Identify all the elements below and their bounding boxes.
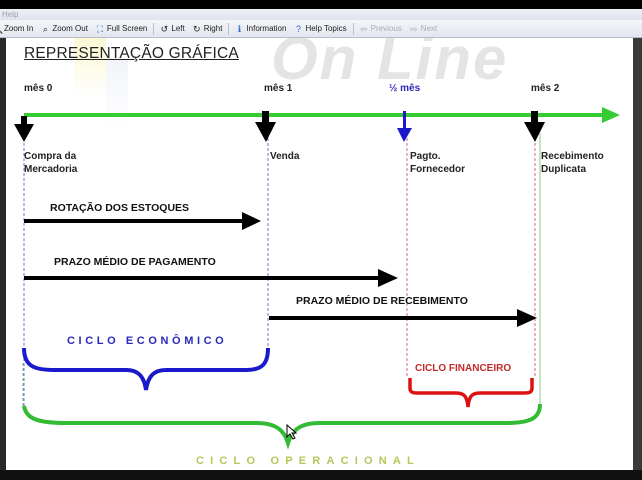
marker-arrow-mes1 bbox=[255, 111, 276, 142]
cycle-label-economico: CICLO ECONÔMICO bbox=[67, 335, 228, 347]
left-window-edge bbox=[0, 38, 6, 480]
toolbar-separator bbox=[228, 22, 230, 35]
toolbar-separator bbox=[352, 22, 354, 35]
arrow-prazo-recebimento bbox=[269, 309, 537, 327]
event-compra-mercadoria: Compra da Mercadoria bbox=[24, 150, 77, 176]
marker-arrow-mes2 bbox=[524, 111, 545, 142]
menu-bar: Help bbox=[0, 9, 642, 20]
zoom-out-button[interactable]: ⌕ Zoom Out bbox=[36, 24, 92, 34]
period-label-recebimento: PRAZO MÉDIO DE RECEBIMENTO bbox=[296, 295, 468, 307]
next-button[interactable]: ⇨Next bbox=[405, 24, 441, 34]
marker-arrow-mes0 bbox=[14, 116, 34, 142]
toolbar-label: Zoom In bbox=[4, 24, 34, 33]
information-icon: ℹ bbox=[237, 23, 242, 34]
event-line: Compra da bbox=[24, 151, 77, 162]
full-screen-icon: ⛶ bbox=[96, 23, 104, 34]
rotate-right-icon: ↻ bbox=[192, 23, 201, 34]
marker-label-mes0: mês 0 bbox=[24, 83, 53, 94]
toolbar-label: Full Screen bbox=[106, 24, 148, 33]
previous-button[interactable]: ⇦Previous bbox=[355, 24, 406, 34]
toolbar-label: Zoom Out bbox=[52, 24, 88, 33]
cycle-label-financeiro: CICLO FINANCEIRO bbox=[415, 363, 512, 374]
right-scroll-area[interactable] bbox=[633, 38, 642, 480]
information-button[interactable]: ℹ Information bbox=[230, 24, 290, 34]
toolbar-label: Next bbox=[420, 24, 438, 33]
slide-title: REPRESENTAÇÃO GRÁFICA bbox=[24, 45, 239, 62]
toolbar-separator bbox=[153, 22, 155, 35]
period-label-rotacao: ROTAÇÃO DOS ESTOQUES bbox=[50, 202, 190, 214]
rotate-left-icon: ↺ bbox=[160, 23, 169, 34]
cycle-diagram bbox=[14, 107, 620, 450]
event-venda: Venda bbox=[270, 150, 299, 163]
arrow-prazo-pagamento bbox=[24, 269, 398, 287]
next-arrow-icon: ⇨ bbox=[410, 23, 418, 34]
marker-arrow-half-mes bbox=[397, 111, 412, 142]
help-topics-button[interactable]: ? Help Topics bbox=[289, 24, 350, 34]
timeline-arrowhead bbox=[602, 107, 620, 123]
event-line: Pagto. bbox=[410, 151, 441, 162]
toolbar-label: Right bbox=[203, 24, 223, 33]
top-black-bar bbox=[0, 0, 642, 9]
marker-label-mes2: mês 2 bbox=[531, 83, 560, 94]
marker-label-mes1: mês 1 bbox=[264, 83, 293, 94]
event-line: Mercadoria bbox=[24, 164, 78, 175]
toolbar-label: Left bbox=[171, 24, 185, 33]
toolbar-label: Information bbox=[246, 24, 287, 33]
marker-label-half-mes: ½ mês bbox=[389, 83, 421, 94]
full-screen-button[interactable]: ⛶Full Screen bbox=[91, 24, 151, 34]
event-pagto-fornecedor: Pagto. Fornecedor bbox=[410, 150, 465, 176]
menu-help[interactable]: Help bbox=[2, 10, 19, 19]
viewer-toolbar: 🔍Zoom In⌕Zoom Out⛶Full Screen↺Left↻Right… bbox=[0, 20, 642, 38]
brace-ciclo-economico bbox=[22, 347, 270, 391]
mouse-cursor-icon bbox=[286, 424, 298, 440]
watermark-text: On Line bbox=[271, 38, 509, 92]
watermark-decoration bbox=[106, 58, 128, 128]
event-line: Recebimento bbox=[541, 151, 604, 162]
help-topics-icon: ? bbox=[295, 23, 301, 34]
event-line: Venda bbox=[270, 151, 300, 162]
right-button[interactable]: ↻Right bbox=[188, 24, 227, 34]
period-label-pagamento: PRAZO MÉDIO DE PAGAMENTO bbox=[54, 256, 216, 268]
toolbar-label: Help Topics bbox=[305, 24, 347, 33]
brace-ciclo-operacional bbox=[22, 403, 542, 450]
bottom-black-bar bbox=[0, 470, 642, 480]
left-button[interactable]: ↺Left bbox=[155, 24, 188, 34]
brace-ciclo-financeiro bbox=[408, 378, 534, 408]
zoom-out-icon: ⌕ bbox=[42, 23, 48, 34]
event-recebimento-duplicata: Recebimento Duplicata bbox=[541, 150, 604, 176]
event-line: Duplicata bbox=[541, 164, 587, 175]
slide-canvas: On Line REPRESENTAÇÃO GRÁFICA bbox=[6, 38, 633, 470]
toolbar-label: Previous bbox=[370, 24, 402, 33]
event-line: Fornecedor bbox=[410, 164, 466, 175]
zoom-in-icon: 🔍 bbox=[0, 24, 3, 34]
zoom-in-button[interactable]: 🔍Zoom In bbox=[0, 24, 37, 34]
cycle-label-operacional: CICLO OPERACIONAL bbox=[196, 455, 420, 467]
previous-arrow-icon: ⇦ bbox=[359, 23, 368, 34]
arrow-rotacao-estoques bbox=[24, 212, 261, 230]
watermark-decoration bbox=[74, 38, 106, 98]
